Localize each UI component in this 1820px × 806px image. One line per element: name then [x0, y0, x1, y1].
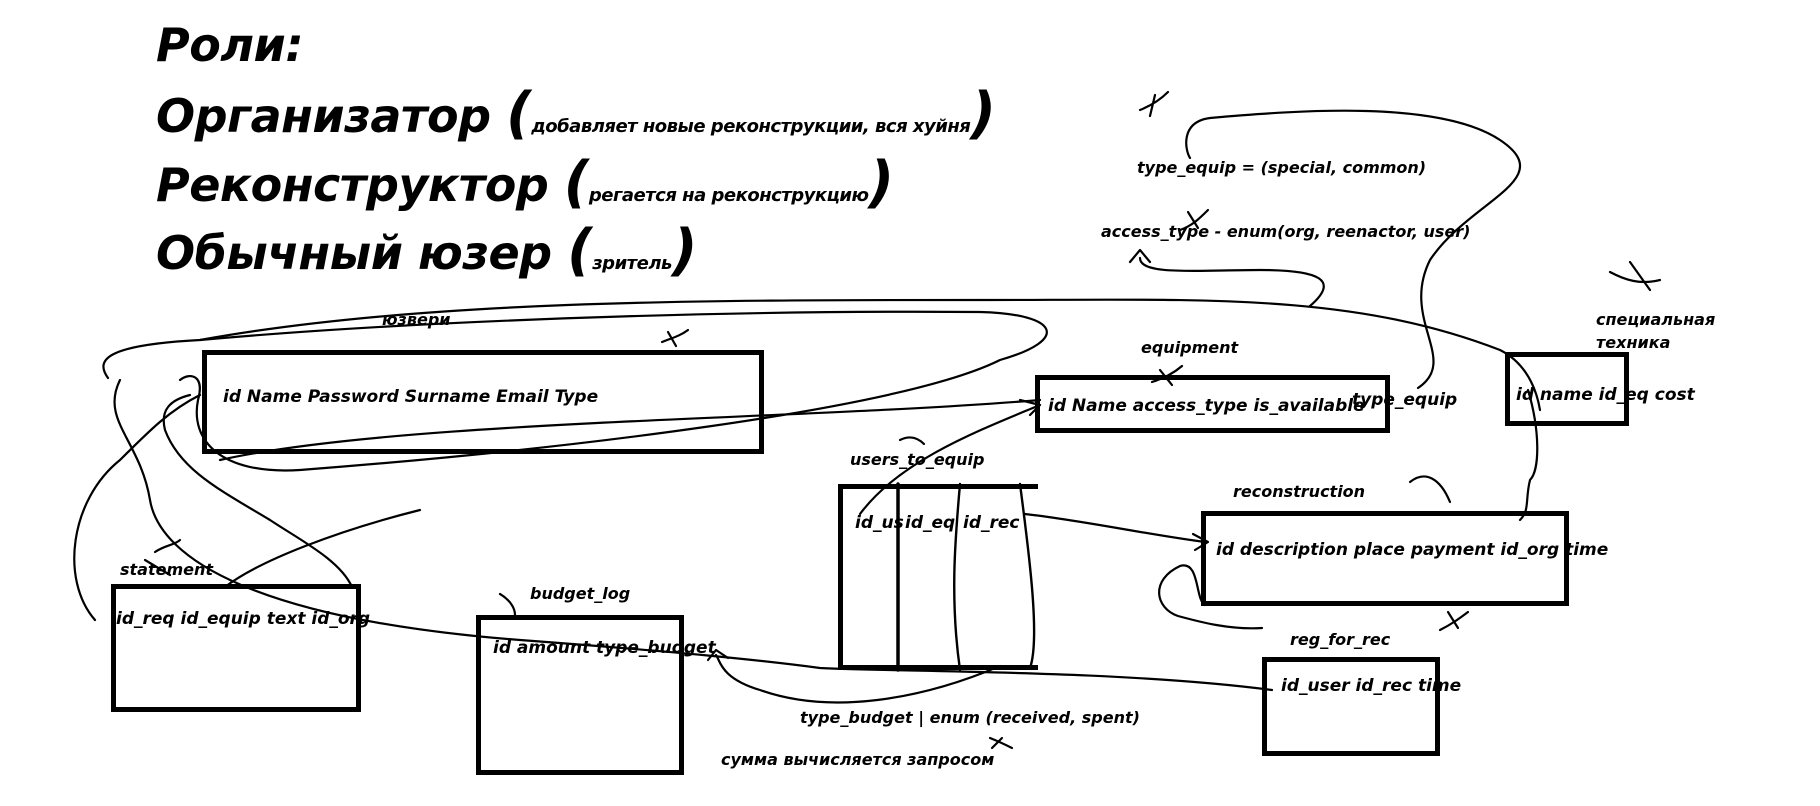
role-reenactor-name: Реконструктор: [156, 158, 549, 212]
budget-log-table: id amount type_budget: [476, 615, 716, 775]
statement-name: statement: [120, 560, 214, 579]
role-organizer-name: Организатор: [156, 89, 491, 143]
role-user-desc: зритель: [592, 253, 672, 274]
equipment-table-name: equipment: [1141, 338, 1239, 357]
role-organizer: Организатор (добавляет новые реконструкц…: [156, 86, 996, 143]
budget-log-fields: id amount type_budget: [493, 638, 716, 658]
access-type-enum-note: access_type - enum(org, reenactor, user): [1101, 222, 1471, 241]
users-table-fields: id Name Password Surname Email Type: [223, 387, 599, 407]
reg-for-rec-table: id_user id_rec time: [1262, 657, 1461, 756]
reg-for-rec-name: reg_for_rec: [1290, 630, 1391, 649]
special-tech-name: специальная техника: [1596, 310, 1716, 353]
users-table: id Name Password Surname Email Type: [202, 350, 764, 454]
statement-users-line: [223, 508, 422, 589]
role-organizer-close-paren: ): [970, 81, 996, 146]
budget-log-name: budget_log: [530, 584, 631, 603]
reconstruction-fields: id description place payment id_org time: [1216, 540, 1609, 560]
role-organizer-open-paren: (: [506, 81, 532, 146]
roles-title: Роли:: [156, 18, 304, 72]
users-to-equip-table: id_us id_eq id_rec: [838, 484, 1038, 670]
reconstruction-name: reconstruction: [1233, 482, 1366, 501]
role-user-name: Обычный юзер: [156, 226, 552, 280]
sum-note: сумма вычисляется запросом: [721, 750, 995, 769]
role-reenactor-open-paren: (: [563, 150, 590, 215]
role-reenactor: Реконструктор (регается на реконструкцию…: [156, 155, 894, 211]
role-user-close-paren: ): [671, 218, 698, 283]
special-tech-table: id name id_eq cost: [1505, 352, 1695, 426]
role-user: Обычный юзер (зритель): [156, 223, 697, 279]
role-organizer-desc: добавляет новые реконструкции, вся хуйня: [531, 116, 971, 137]
ute-reconstruction-line: [1023, 512, 1207, 544]
reg-for-rec-fields: id_user id_rec time: [1281, 676, 1462, 696]
role-reenactor-close-paren: ): [868, 150, 895, 215]
type-equip-label: type_equip: [1352, 390, 1458, 410]
special-tech-fields: id name id_eq cost: [1516, 385, 1695, 405]
type-equip-enum-note: type_equip = (special, common): [1137, 158, 1427, 177]
equipment-table: id Name access_type is_available: [1035, 375, 1390, 433]
role-user-open-paren: (: [567, 218, 593, 283]
ute-col-id-eq: id_eq: [905, 513, 956, 533]
access-type-line: [1138, 256, 1325, 308]
role-reenactor-desc: регается на реконструкцию: [588, 185, 869, 206]
users-table-name: юзвери: [382, 310, 451, 329]
reconstruction-table: id description place payment id_org time: [1201, 511, 1608, 606]
type-budget-enum-note: type_budget | enum (received, spent): [800, 708, 1140, 727]
equipment-table-fields: id Name access_type is_available: [1048, 396, 1365, 416]
statement-table: id_req id_equip text id_org: [111, 584, 370, 712]
statement-fields: id_req id_equip text id_org: [116, 609, 371, 629]
ute-col-id-us: id_us: [855, 513, 904, 533]
users-to-equip-name: users_to_equip: [850, 450, 985, 469]
ute-col-id-rec: id_rec: [963, 513, 1020, 533]
